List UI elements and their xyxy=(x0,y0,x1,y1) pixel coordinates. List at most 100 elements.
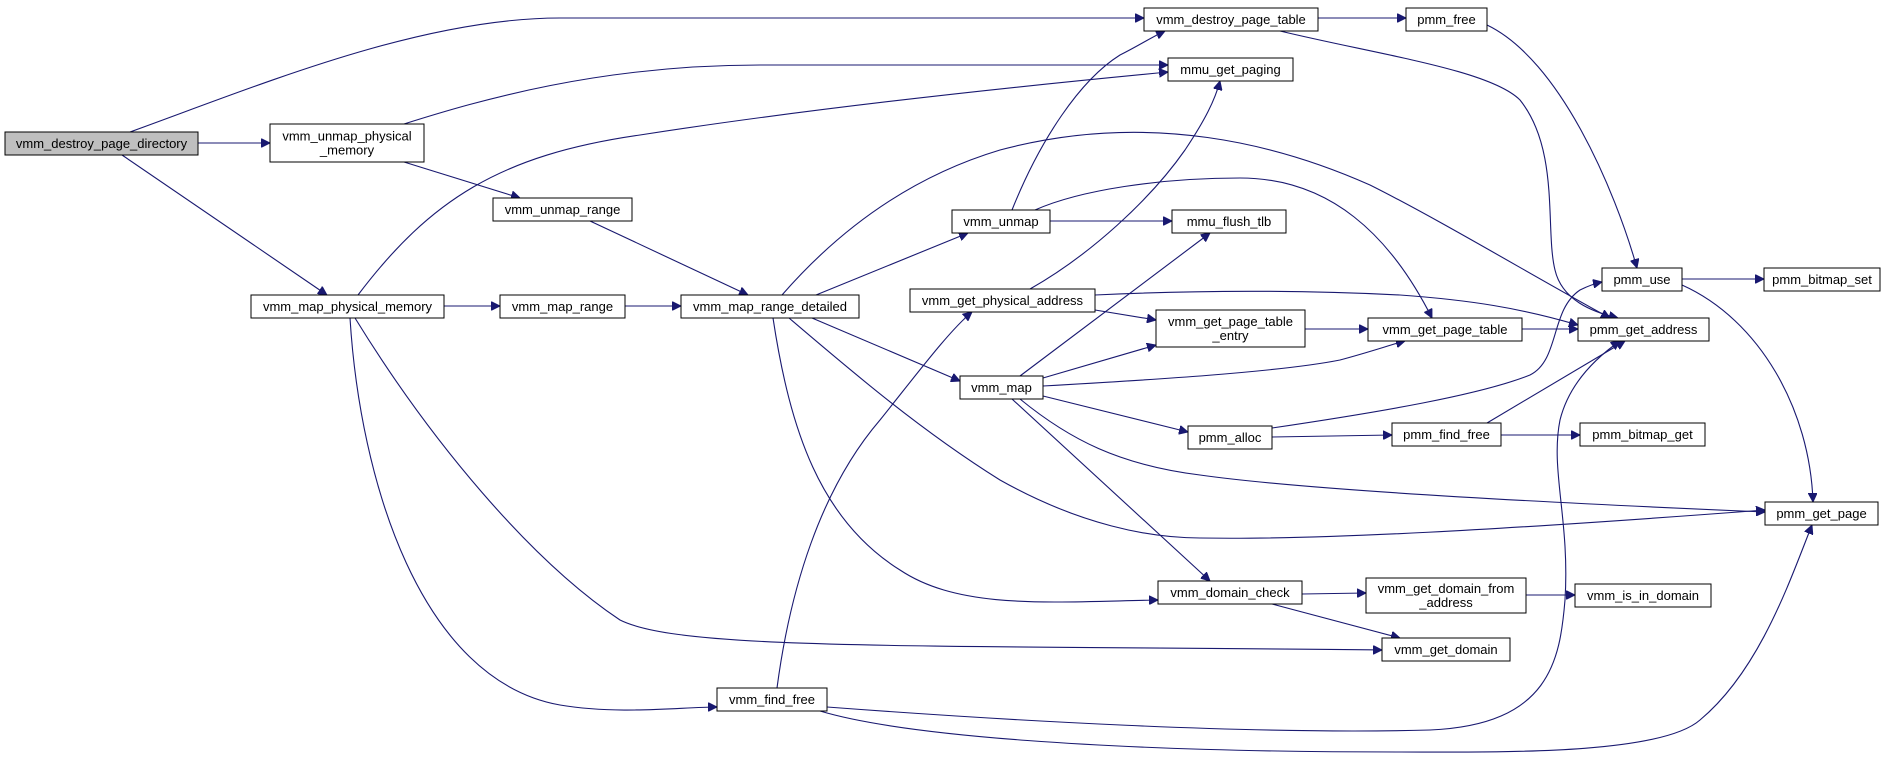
edge-pmm_alloc-to-pmm_use xyxy=(1271,282,1602,429)
edge-vmm_map_range_detailed-to-vmm_map xyxy=(811,317,960,381)
node-vmm_map_range[interactable]: vmm_map_range xyxy=(499,294,626,319)
node-mmu_flush_tlb[interactable]: mmu_flush_tlb xyxy=(1171,209,1287,234)
node-label: vmm_get_page_table xyxy=(1168,314,1293,329)
node-label: vmm_get_domain_from xyxy=(1378,581,1515,596)
node-box xyxy=(1367,317,1523,342)
node-pmm_use[interactable]: pmm_use xyxy=(1601,267,1683,292)
node-pmm_free[interactable]: pmm_free xyxy=(1405,7,1488,32)
node-label: vmm_destroy_page_directory xyxy=(16,136,188,151)
node-vmm_find_free[interactable]: vmm_find_free xyxy=(716,687,828,712)
node-pmm_alloc[interactable]: pmm_alloc xyxy=(1187,425,1273,450)
edge-vmm_map-to-pmm_alloc xyxy=(1042,395,1188,432)
node-label: pmm_get_page xyxy=(1776,506,1866,521)
node-layer: vmm_destroy_page_directory vmm_unmap_phys… xyxy=(4,7,1881,712)
node-box xyxy=(680,294,860,319)
edge-vmm_unmap_physical_memory-to-vmm_unmap_range xyxy=(403,161,520,198)
edge-vmm_domain_check-to-vmm_get_domain xyxy=(1271,603,1400,638)
node-pmm_get_page[interactable]: pmm_get_page xyxy=(1764,501,1879,526)
edge-vmm_map-to-vmm_get_page_table_entry xyxy=(1042,345,1156,379)
edge-vmm_find_free-to-vmm_get_physical_address xyxy=(776,312,972,689)
node-vmm_domain_check[interactable]: vmm_domain_check xyxy=(1157,580,1303,605)
node-box xyxy=(716,687,828,712)
node-label: vmm_map_physical_memory xyxy=(263,299,433,314)
node-vmm_destroy_page_table[interactable]: vmm_destroy_page_table xyxy=(1143,7,1319,32)
node-box xyxy=(1167,57,1294,82)
node-box xyxy=(1574,583,1712,608)
node-box xyxy=(1601,267,1683,292)
edge-vmm_unmap-to-vmm_get_page_table xyxy=(1034,177,1433,318)
node-vmm_unmap_physical_memory[interactable]: vmm_unmap_physical_memory xyxy=(269,123,425,163)
node-vmm_is_in_domain[interactable]: vmm_is_in_domain xyxy=(1574,583,1712,608)
edge-vmm_unmap_range-to-vmm_map_range_detailed xyxy=(589,220,748,295)
node-vmm_get_physical_address[interactable]: vmm_get_physical_address xyxy=(909,288,1096,313)
edge-pmm_alloc-to-pmm_find_free xyxy=(1271,435,1392,437)
edge-vmm_get_physical_address-to-mmu_get_paging xyxy=(1029,81,1220,290)
edge-vmm_map-to-pmm_get_page xyxy=(1019,398,1765,512)
node-box xyxy=(250,294,445,319)
node-box xyxy=(1405,7,1488,32)
node-label: vmm_map xyxy=(971,380,1032,395)
node-label: pmm_get_address xyxy=(1590,322,1698,337)
node-vmm_map_range_detailed[interactable]: vmm_map_range_detailed xyxy=(680,294,860,319)
node-label: vmm_destroy_page_table xyxy=(1156,12,1306,27)
edge-vmm_destroy_page_directory-to-vmm_map_physical_memory xyxy=(121,154,327,295)
node-box xyxy=(499,294,626,319)
node-pmm_bitmap_get[interactable]: pmm_bitmap_get xyxy=(1579,422,1706,447)
node-vmm_get_domain[interactable]: vmm_get_domain xyxy=(1381,637,1511,662)
node-vmm_map_physical_memory[interactable]: vmm_map_physical_memory xyxy=(250,294,445,319)
node-box xyxy=(1579,422,1706,447)
node-label: pmm_alloc xyxy=(1199,430,1262,445)
node-label: vmm_domain_check xyxy=(1170,585,1290,600)
node-label: vmm_get_page_table xyxy=(1382,322,1507,337)
node-vmm_get_page_table_entry[interactable]: vmm_get_page_table_entry xyxy=(1155,309,1306,348)
node-label: vmm_map_range xyxy=(512,299,613,314)
node-label: _address xyxy=(1418,595,1473,610)
node-box xyxy=(1365,577,1527,614)
edge-vmm_get_physical_address-to-vmm_get_page_table_entry xyxy=(1094,309,1156,320)
edge-pmm_use-to-pmm_get_page xyxy=(1681,284,1813,502)
node-box xyxy=(909,288,1096,313)
node-label: vmm_unmap xyxy=(963,214,1038,229)
node-box xyxy=(1157,580,1303,605)
node-box xyxy=(1764,501,1879,526)
node-label: _memory xyxy=(319,143,375,158)
node-label: mmu_flush_tlb xyxy=(1187,214,1272,229)
edge-vmm_map_physical_memory-to-mmu_get_paging xyxy=(357,72,1168,296)
node-label: vmm_unmap_physical xyxy=(282,129,411,144)
node-vmm_get_page_table[interactable]: vmm_get_page_table xyxy=(1367,317,1523,342)
node-label: pmm_find_free xyxy=(1403,427,1490,442)
node-box xyxy=(951,209,1051,234)
node-pmm_find_free[interactable]: pmm_find_free xyxy=(1391,422,1502,447)
edge-vmm_unmap_physical_memory-to-mmu_get_paging xyxy=(403,65,1168,125)
node-box xyxy=(1577,317,1710,342)
node-box xyxy=(1391,422,1502,447)
node-box xyxy=(4,131,199,156)
node-pmm_get_address[interactable]: pmm_get_address xyxy=(1577,317,1710,342)
node-pmm_bitmap_set[interactable]: pmm_bitmap_set xyxy=(1763,267,1881,292)
node-label: vmm_find_free xyxy=(729,692,815,707)
edge-layer xyxy=(121,18,1813,753)
node-label: vmm_get_physical_address xyxy=(922,293,1084,308)
node-vmm_unmap[interactable]: vmm_unmap xyxy=(951,209,1051,234)
node-vmm_get_domain_from_address[interactable]: vmm_get_domain_from_address xyxy=(1365,577,1527,614)
node-vmm_destroy_page_directory[interactable]: vmm_destroy_page_directory xyxy=(4,131,199,156)
node-vmm_map[interactable]: vmm_map xyxy=(959,375,1044,400)
node-box xyxy=(1381,637,1511,662)
node-box xyxy=(1155,309,1306,348)
node-label: _entry xyxy=(1211,328,1249,343)
edge-vmm_map-to-vmm_get_page_table xyxy=(1042,341,1405,387)
node-box xyxy=(1187,425,1273,450)
node-label: pmm_free xyxy=(1417,12,1476,27)
node-label: pmm_bitmap_set xyxy=(1772,272,1872,287)
edge-vmm_find_free-to-pmm_get_address xyxy=(826,341,1620,732)
edge-vmm_unmap-to-vmm_destroy_page_table xyxy=(1011,31,1165,211)
node-box xyxy=(492,197,633,222)
node-label: vmm_is_in_domain xyxy=(1587,588,1699,603)
edge-vmm_map_range_detailed-to-vmm_domain_check xyxy=(772,317,1158,602)
edge-vmm_domain_check-to-vmm_get_domain_from_address xyxy=(1301,593,1366,594)
node-box xyxy=(1143,7,1319,32)
edge-vmm_map-to-vmm_domain_check xyxy=(1011,398,1210,581)
node-vmm_unmap_range[interactable]: vmm_unmap_range xyxy=(492,197,633,222)
node-mmu_get_paging[interactable]: mmu_get_paging xyxy=(1167,57,1294,82)
